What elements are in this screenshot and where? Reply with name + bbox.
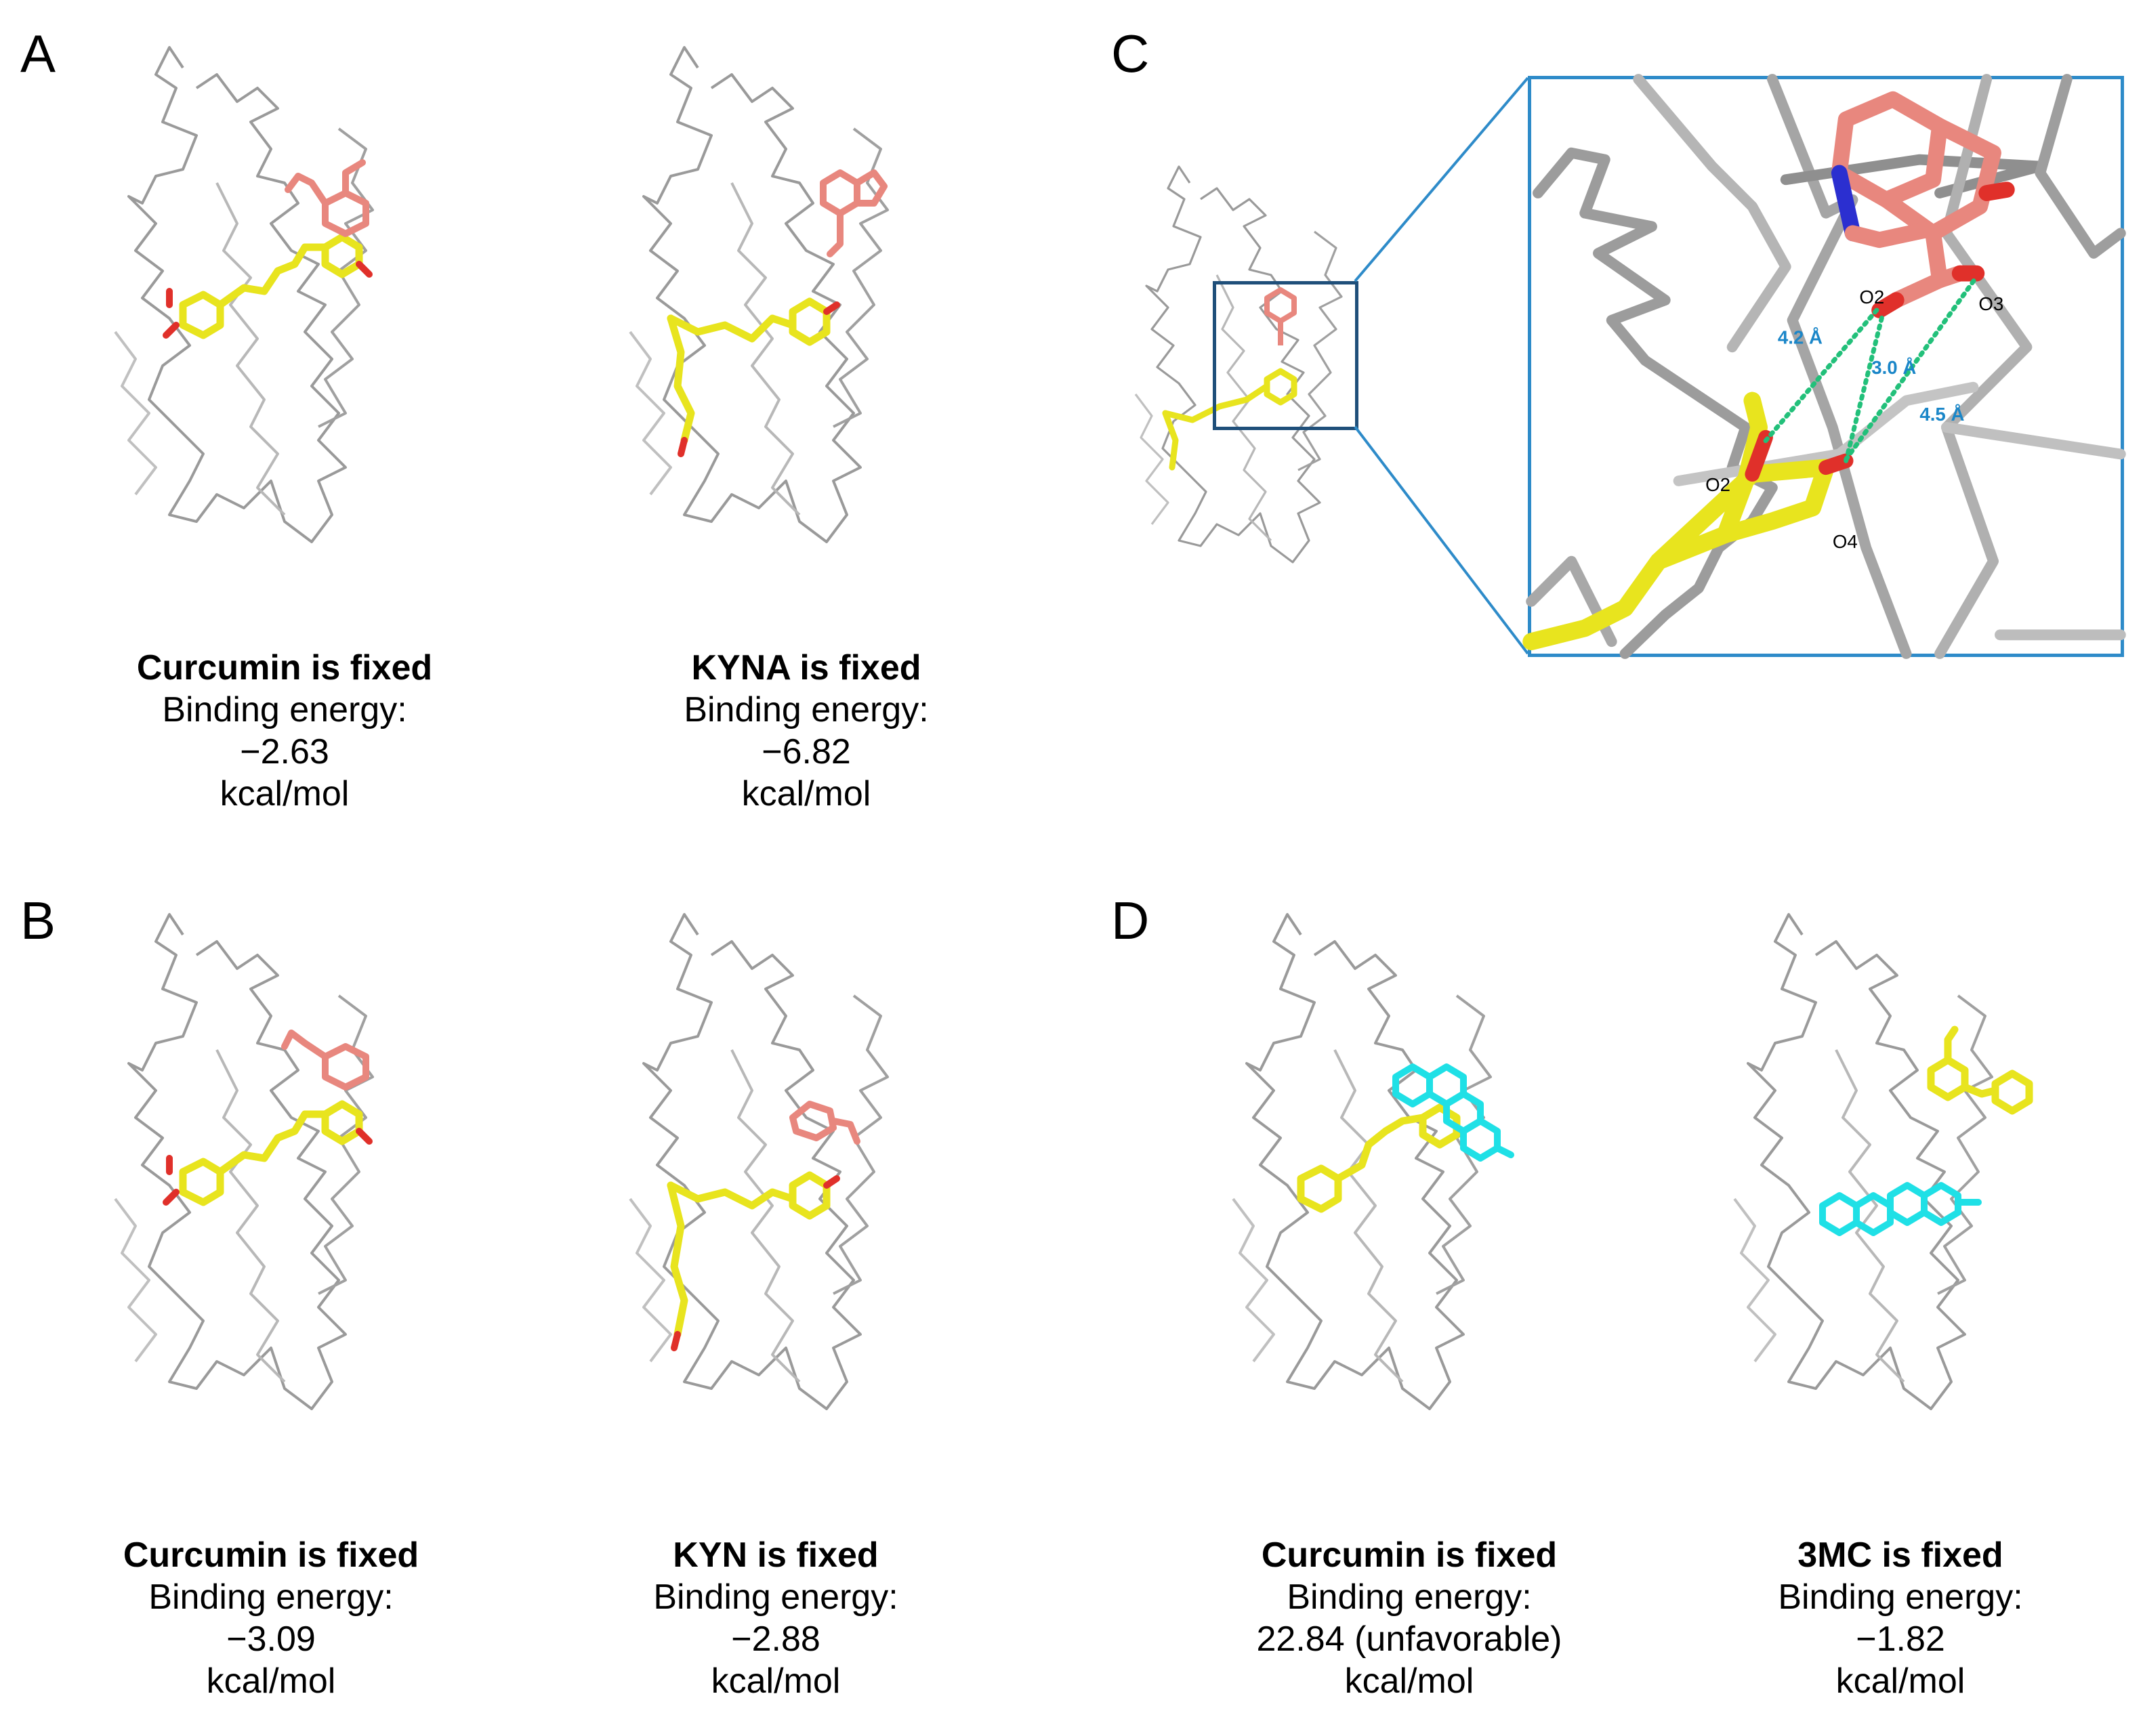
caption-unit: kcal/mol	[206, 1661, 336, 1701]
caption-title: Curcumin is fixed	[1261, 1536, 1558, 1575]
atom-label-o3: O3	[1978, 293, 2003, 314]
3mc-ligand	[1819, 1182, 1982, 1236]
panel-label-a: A	[20, 24, 56, 83]
atom-label-o2-ligand: O2	[1859, 287, 1884, 308]
oxygen-atoms	[678, 301, 840, 457]
distance-label-1: 4.2 Å	[1778, 326, 1823, 347]
caption-d-right: 3MC is fixed Binding energy: −1.82 kcal/…	[1711, 1534, 2090, 1702]
curcumin-ligand	[179, 1100, 363, 1206]
curcumin-ligand	[667, 1171, 831, 1338]
caption-title: KYNA is fixed	[691, 648, 921, 687]
caption-d-left: Curcumin is fixed Binding energy: 22.84 …	[1220, 1534, 1599, 1702]
oxygen-atoms	[163, 261, 373, 339]
caption-a-right: KYNA is fixed Binding energy: −6.82 kcal…	[617, 647, 996, 815]
zoom-source-box	[1213, 281, 1358, 430]
caption-title: 3MC is fixed	[1797, 1536, 2003, 1575]
protein-backbone	[1733, 913, 1993, 1410]
zoom-inset: O2 O3 O2 O4 4.2 Å 3.0 Å 4.5 Å	[1522, 74, 2126, 659]
caption-b-right: KYN is fixed Binding energy: −2.88 kcal/…	[586, 1534, 965, 1702]
curcumin-ligand	[1927, 1025, 2033, 1115]
kyna-ligand	[820, 169, 888, 257]
protein-backbone	[629, 913, 889, 1410]
3mc-ligand	[1392, 1063, 1514, 1162]
panel-d-left-structure	[1232, 913, 1514, 1410]
atom-label-o4: O4	[1833, 531, 1858, 552]
caption-energy-value: 22.84 (unfavorable)	[1256, 1619, 1562, 1659]
kyna-ligand	[1831, 91, 2015, 318]
kyn-ligand	[789, 1101, 860, 1145]
protein-backbone	[1526, 74, 2126, 659]
caption-title: Curcumin is fixed	[136, 648, 433, 687]
caption-energy-value: −2.63	[240, 732, 329, 771]
panel-a-right-structure	[629, 46, 889, 543]
caption-energy-value: −1.82	[1856, 1619, 1945, 1659]
caption-energy-value: −3.09	[226, 1619, 316, 1659]
panel-b-left-structure	[114, 913, 374, 1410]
caption-unit: kcal/mol	[1835, 1661, 1965, 1701]
kyn-ligand	[281, 1030, 369, 1091]
oxygen-atoms	[163, 1128, 373, 1206]
caption-energy-label: Binding energy:	[684, 690, 929, 729]
caption-energy-label: Binding energy:	[148, 1578, 394, 1617]
caption-unit: kcal/mol	[220, 774, 350, 813]
curcumin-ligand	[1297, 1103, 1461, 1213]
panel-a-left-structure	[114, 46, 374, 543]
panel-label-b: B	[20, 891, 56, 950]
caption-energy-value: −2.88	[731, 1619, 820, 1659]
curcumin-ligand	[1522, 391, 1854, 651]
caption-b-left: Curcumin is fixed Binding energy: −3.09 …	[81, 1534, 461, 1702]
caption-energy-label: Binding energy:	[162, 690, 407, 729]
caption-title: Curcumin is fixed	[123, 1536, 419, 1575]
caption-energy-value: −6.82	[762, 732, 851, 771]
caption-energy-label: Binding energy:	[1287, 1578, 1532, 1617]
curcumin-ligand	[667, 297, 831, 444]
caption-unit: kcal/mol	[1344, 1661, 1474, 1701]
oxygen-atoms	[671, 1175, 840, 1351]
caption-energy-label: Binding energy:	[653, 1578, 898, 1617]
caption-unit: kcal/mol	[711, 1661, 841, 1701]
distance-label-3: 4.5 Å	[1919, 404, 1964, 425]
caption-a-left: Curcumin is fixed Binding energy: −2.63 …	[95, 647, 474, 815]
distance-label-2: 3.0 Å	[1871, 357, 1916, 378]
panel-d-right-structure	[1733, 913, 2033, 1410]
kyna-ligand	[285, 159, 369, 237]
panel-c-overview-structure	[1134, 165, 1343, 564]
atom-label-o2-curcumin: O2	[1705, 474, 1730, 495]
panel-label-d: D	[1111, 891, 1150, 950]
caption-energy-label: Binding energy:	[1778, 1578, 2023, 1617]
panel-b-right-structure	[629, 913, 889, 1410]
protein-backbone	[114, 913, 374, 1410]
hydrogen-bonds	[1763, 274, 1979, 463]
panel-label-c: C	[1111, 24, 1150, 83]
caption-unit: kcal/mol	[741, 774, 871, 813]
curcumin-ligand	[1162, 368, 1297, 471]
caption-title: KYN is fixed	[673, 1536, 879, 1575]
kyna-ligand	[1264, 287, 1297, 345]
